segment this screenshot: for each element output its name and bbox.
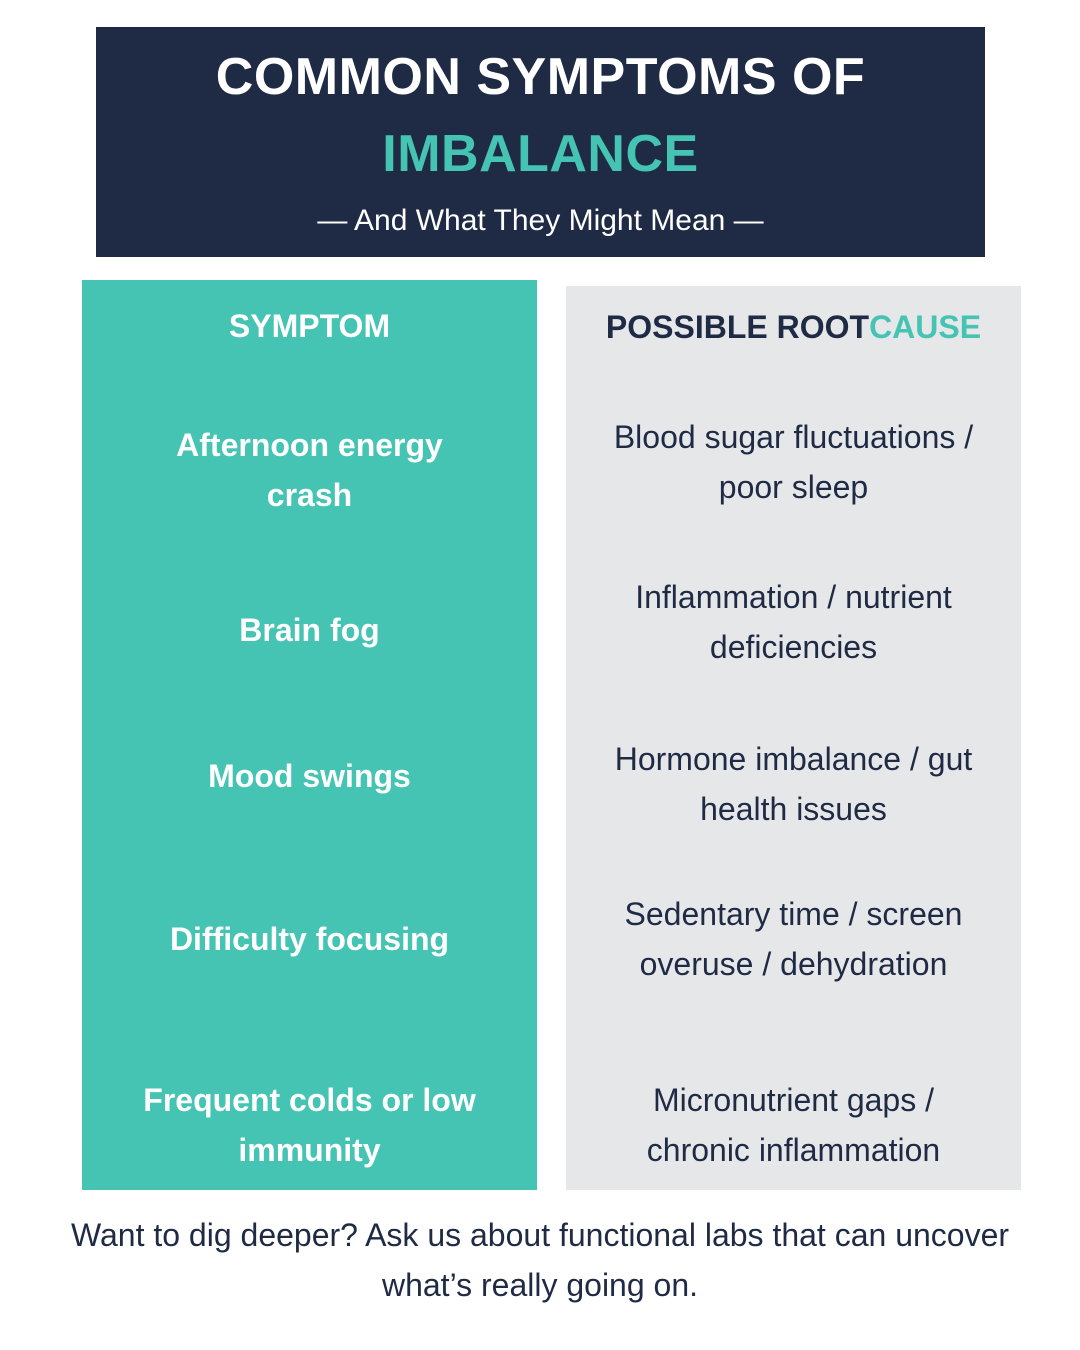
cause-cell: Sedentary time / screen overuse / dehydr… (624, 896, 963, 982)
title-line-1: COMMON SYMPTOMS OF (215, 48, 866, 106)
cause-cell: Hormone imbalance / gut health issues (614, 741, 973, 827)
footer-call-to-action: Want to dig deeper? Ask us about functio… (70, 1217, 1010, 1303)
subtitle: — And What They Might Mean — (317, 204, 764, 237)
cause-heading-accent: CAUSE (869, 309, 982, 345)
symptom-column: SYMPTOM Afternoon energy crash Brain fog… (82, 280, 537, 1190)
symptom-cell: Brain fog (239, 612, 380, 648)
cause-column-heading: POSSIBLE ROOT CAUSE (566, 307, 1021, 347)
symptom-cell: Mood swings (208, 758, 411, 794)
symptom-cell: Afternoon energy crash (176, 427, 443, 513)
cause-heading-part1: POSSIBLE ROOT (605, 309, 870, 345)
cause-cell: Inflammation / nutrient deficiencies (635, 579, 952, 665)
header-banner: COMMON SYMPTOMS OF IMBALANCE — And What … (96, 27, 985, 257)
cause-column: POSSIBLE ROOT CAUSE Blood sugar fluctuat… (566, 286, 1021, 1190)
cause-cell: Micronutrient gaps / chronic inflammatio… (646, 1082, 941, 1168)
symptom-cell: Frequent colds or low immunity (143, 1082, 476, 1168)
title-line-2: IMBALANCE (382, 125, 699, 183)
symptom-cell: Difficulty focusing (169, 921, 450, 957)
symptom-column-heading: SYMPTOM (228, 308, 391, 344)
cause-cell: Blood sugar fluctuations / poor sleep (613, 419, 974, 505)
